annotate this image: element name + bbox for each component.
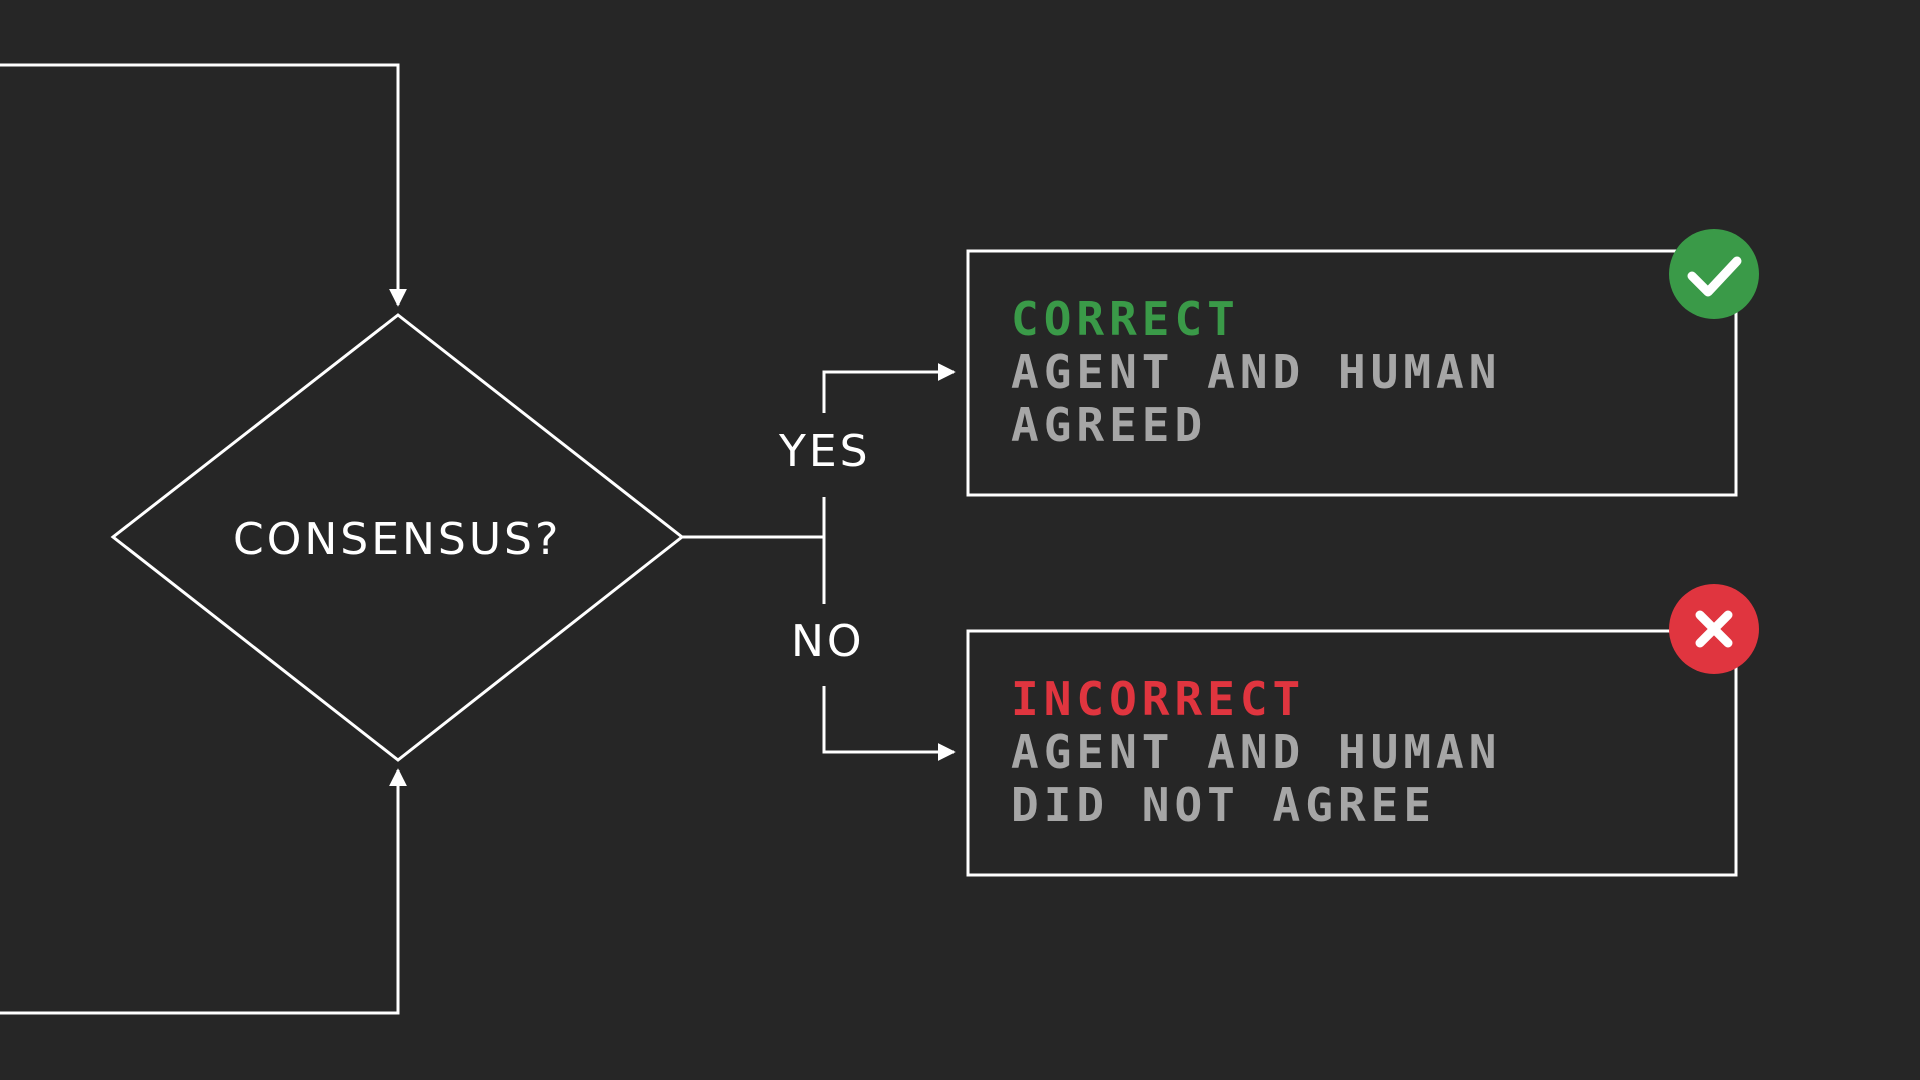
correct-outcome-box	[966, 249, 1738, 497]
correct-description-line-2: AGREED	[1011, 398, 1208, 452]
correct-status-label: CORRECT	[1011, 292, 1240, 346]
incorrect-outcome-text: INCORRECT AGENT AND HUMAN DID NOT AGREE	[1011, 673, 1501, 832]
incoming-connector-bottom	[0, 768, 407, 1015]
check-icon	[1669, 229, 1759, 319]
correct-outcome-text: CORRECT AGENT AND HUMAN AGREED	[1011, 293, 1501, 452]
decision-diamond	[110, 313, 685, 762]
incorrect-description-line-2: DID NOT AGREE	[1011, 778, 1437, 832]
correct-description-line-1: AGENT AND HUMAN	[1011, 345, 1502, 399]
no-branch-label: NO	[791, 616, 865, 667]
incoming-connector-top	[0, 63, 407, 307]
decision-label: CONSENSUS?	[233, 514, 562, 565]
incorrect-outcome-box	[966, 629, 1738, 877]
yes-branch-label: YES	[779, 426, 871, 477]
yes-connector	[822, 363, 956, 413]
x-icon	[1669, 584, 1759, 674]
incorrect-status-label: INCORRECT	[1011, 672, 1306, 726]
no-connector	[822, 686, 956, 761]
incorrect-description-line-1: AGENT AND HUMAN	[1011, 725, 1502, 779]
